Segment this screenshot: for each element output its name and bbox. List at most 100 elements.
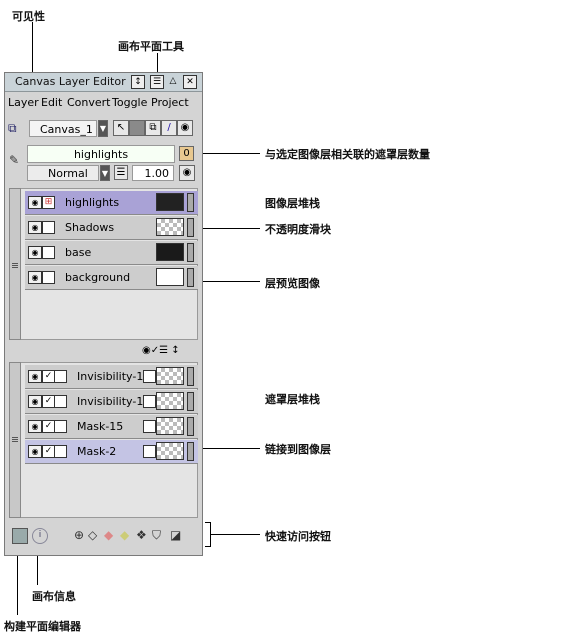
link-to-image-checkbox[interactable]: [143, 445, 156, 458]
collapse-icon[interactable]: △: [169, 76, 177, 86]
canvas-tools-annotation: 画布平面工具: [118, 40, 184, 53]
move-vertical-icon[interactable]: ↕: [171, 345, 180, 356]
canvas-info-annotation: 画布信息: [32, 590, 76, 603]
eye-tool-icon[interactable]: ◉: [177, 120, 193, 136]
layer-preview-annotation: 层预览图像: [265, 277, 320, 290]
menu-project[interactable]: Project: [151, 96, 189, 109]
canvas-layer-editor-panel: Canvas Layer Editor ↕ ☰ △ ✕ Layer Edit C…: [4, 72, 203, 556]
mask-name: Mask-15: [77, 420, 124, 433]
active-check[interactable]: ✓: [42, 420, 55, 433]
image-stack-annotation: 图像层堆栈: [265, 197, 320, 210]
menu-icon[interactable]: ☰: [150, 75, 164, 89]
visibility-eye-icon[interactable]: ◉: [28, 420, 42, 433]
layer-preview-thumb: [156, 243, 184, 261]
canvas-icon[interactable]: ⧉: [8, 121, 17, 135]
layer-name: highlights: [65, 196, 120, 209]
menu-convert[interactable]: Convert: [67, 96, 111, 109]
close-icon[interactable]: ✕: [183, 75, 197, 89]
opacity-slider[interactable]: [187, 442, 194, 461]
yellow-layer-icon[interactable]: ◆: [120, 528, 130, 542]
mask-name: Invisibility-1: [77, 395, 144, 408]
opacity-slider[interactable]: [187, 367, 194, 386]
duplicate-layer-icon[interactable]: ❖: [136, 528, 147, 542]
info-icon[interactable]: i: [32, 528, 48, 544]
chevron-down-icon[interactable]: ▼: [100, 165, 110, 181]
link-to-image-checkbox[interactable]: [143, 395, 156, 408]
mask-stack-annotation: 遮罩层堆栈: [265, 393, 320, 406]
visibility-eye-icon[interactable]: ◉: [28, 246, 42, 259]
mask-checkbox[interactable]: [54, 370, 67, 383]
brush-tool-icon[interactable]: /: [161, 120, 177, 136]
pink-layer-icon[interactable]: ◆: [104, 528, 114, 542]
canvas-tool-icon[interactable]: ⧉: [145, 120, 161, 136]
list-icon[interactable]: ☰: [114, 165, 128, 180]
mask-layer-row[interactable]: ◉ ✓ Invisibility-1: [25, 365, 198, 389]
mask-preview-thumb: [156, 442, 184, 460]
visibility-eye-icon[interactable]: ◉: [28, 370, 42, 383]
mask-name: Mask-2: [77, 445, 117, 458]
chevron-down-icon[interactable]: ▼: [98, 120, 108, 137]
opacity-slider[interactable]: [187, 392, 194, 411]
opacity-slider[interactable]: [187, 218, 194, 237]
opacity-slider[interactable]: [187, 243, 194, 262]
image-layer-row[interactable]: ◉ ⊞ highlights: [25, 191, 198, 215]
menu-edit[interactable]: Edit: [41, 96, 63, 109]
list-icon[interactable]: ☰: [159, 345, 169, 356]
visibility-eye-icon[interactable]: ◉: [28, 221, 42, 234]
bucket-icon[interactable]: ⛉: [152, 528, 162, 542]
canvas-select[interactable]: Canvas_1: [29, 120, 97, 137]
mask-checkbox[interactable]: [54, 395, 67, 408]
blend-mode-select[interactable]: Normal: [27, 165, 99, 181]
quick-access-annotation: 快速访问按钮: [265, 530, 331, 543]
layer-preview-thumb: [156, 193, 184, 211]
mask-checkbox[interactable]: [54, 445, 67, 458]
opacity-field[interactable]: 1.00: [132, 165, 174, 181]
delete-layer-icon[interactable]: ◪: [170, 528, 182, 542]
image-layer-row[interactable]: ◉ background: [25, 266, 198, 290]
image-layer-row[interactable]: ◉ base: [25, 241, 198, 265]
visibility-eye-icon[interactable]: ◉: [28, 445, 42, 458]
eye-icon[interactable]: ◉: [179, 165, 195, 181]
image-layer-row[interactable]: ◉ Shadows: [25, 216, 198, 240]
mask-toolbar: ◉✓☰ ↕: [142, 345, 180, 356]
check-icon[interactable]: ✓: [150, 345, 160, 356]
mask-layer-row[interactable]: ◉ ✓ Invisibility-1: [25, 390, 198, 414]
image-stack-scrollbar[interactable]: [9, 188, 21, 340]
visibility-eye-icon[interactable]: ◉: [28, 271, 42, 284]
opacity-slider[interactable]: [187, 417, 194, 436]
window-title: Canvas Layer Editor: [15, 75, 126, 88]
paint-tool-icon[interactable]: [129, 120, 145, 136]
add-layer-icon[interactable]: ⊕: [74, 528, 85, 542]
menu-layer[interactable]: Layer: [8, 96, 39, 109]
menu-toggle[interactable]: Toggle: [112, 96, 148, 109]
mask-preview-thumb: [156, 417, 184, 435]
mask-checkbox[interactable]: [54, 420, 67, 433]
link-icon[interactable]: ⊞: [42, 196, 55, 209]
mask-layer-row[interactable]: ◉ ✓ Mask-15: [25, 415, 198, 439]
mask-count-annotation: 与选定图像层相关联的遮罩层数量: [265, 148, 430, 161]
link-to-image-checkbox[interactable]: [143, 420, 156, 433]
layer-checkbox[interactable]: [42, 246, 55, 259]
layer-name: background: [65, 271, 131, 284]
active-check[interactable]: ✓: [42, 370, 55, 383]
white-layer-icon[interactable]: ◇: [88, 528, 98, 542]
opacity-slider-annotation: 不透明度滑块: [265, 223, 331, 236]
resize-icon[interactable]: ↕: [131, 75, 145, 89]
mask-layer-row[interactable]: ◉ ✓ Mask-2: [25, 440, 198, 464]
layer-name-field[interactable]: highlights: [27, 145, 175, 163]
layer-checkbox[interactable]: [42, 271, 55, 284]
link-to-image-checkbox[interactable]: [143, 370, 156, 383]
transform-tool-icon[interactable]: ↖: [113, 120, 129, 136]
visibility-eye-icon[interactable]: ◉: [28, 196, 42, 209]
layer-checkbox[interactable]: [42, 221, 55, 234]
opacity-slider[interactable]: [187, 193, 194, 212]
brush-icon: ✎: [9, 153, 20, 167]
build-plane-editor-annotation: 构建平面编辑器: [4, 620, 81, 633]
mask-stack-scrollbar[interactable]: [9, 362, 21, 518]
build-plane-editor-icon[interactable]: [12, 528, 28, 544]
link-to-image-annotation: 链接到图像层: [265, 443, 331, 456]
mask-name: Invisibility-1: [77, 370, 144, 383]
visibility-eye-icon[interactable]: ◉: [28, 395, 42, 408]
eye-icon[interactable]: ◉: [142, 345, 151, 356]
opacity-slider[interactable]: [187, 268, 194, 287]
